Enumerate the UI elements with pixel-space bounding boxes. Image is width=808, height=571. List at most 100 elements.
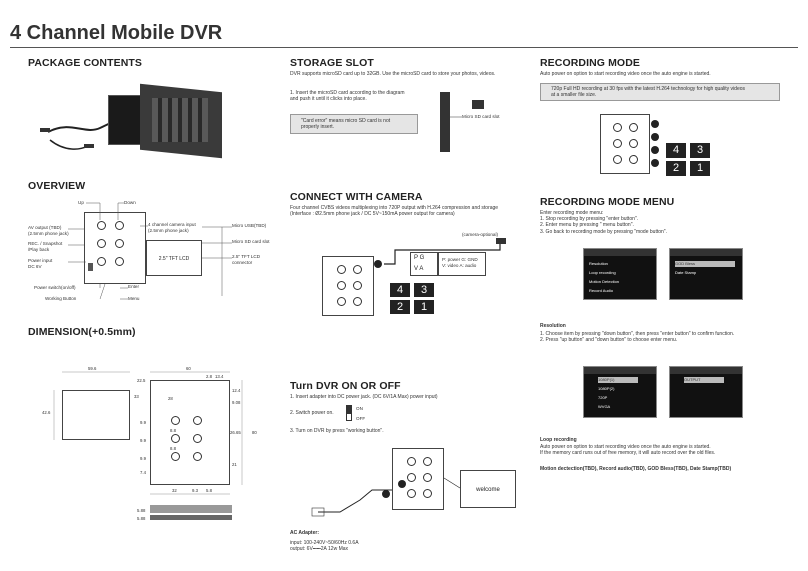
dvr-front-view	[84, 212, 146, 284]
turn-on-step2: 2. Switch power on.	[290, 410, 334, 416]
camera-desc: Four channel CVBS videos multiplexing in…	[290, 205, 499, 218]
dim-value: 60	[186, 366, 191, 371]
label-menu: Menu	[128, 296, 140, 301]
dimension-heading: DIMENSION(+0.5mm)	[28, 326, 136, 338]
power-switch-diagram[interactable]	[346, 405, 352, 421]
dvr-knob	[407, 457, 416, 466]
menu-item-god-bless[interactable]: GOD Bless	[675, 261, 735, 267]
dvr-knob	[407, 489, 416, 498]
plug-letter-v: V	[414, 266, 419, 272]
dim-knob	[193, 416, 202, 425]
button-down[interactable]	[115, 221, 124, 230]
dim-value: 80	[252, 430, 257, 435]
label-cam-input: 4 channel camera input (2.5mm phone jack…	[148, 222, 196, 233]
turn-on-step1: 1. Insert adapter into DC power jack. (D…	[290, 394, 438, 400]
turn-on-step3: 3. Turn on DVR by press "working button"…	[290, 428, 384, 434]
menu-screen-1: Resolution Loop recording Motion Detecti…	[583, 248, 657, 300]
power-switch[interactable]	[88, 263, 93, 271]
rec-channel-plug	[651, 159, 659, 167]
dim-value: 9.9	[140, 420, 146, 425]
switch-off-label: OFF	[356, 416, 366, 421]
button-working[interactable]	[97, 257, 106, 266]
menu-item-motion-detection[interactable]: Motion Detection	[589, 279, 620, 284]
recording-quad-1: 1	[690, 161, 710, 176]
label-power-switch: Power switch(on/off)	[34, 285, 76, 290]
dim-value: 9.9	[140, 456, 146, 461]
label-av-output: AV output (TBD) (2.5mm phone jack)	[28, 225, 69, 236]
dim-knob	[193, 434, 202, 443]
menu-item-loop-recording[interactable]: Loop recording	[589, 270, 616, 275]
button-up[interactable]	[97, 221, 106, 230]
res-option-1080p-1[interactable]: 1080P(1)	[598, 377, 638, 383]
dim-value: 13.4	[215, 374, 224, 379]
dvr-knob	[423, 489, 432, 498]
camera-quad-2: 2	[390, 300, 410, 314]
resolution-screen-1: 1080P(1) 1080P(2) 720P WVGA	[583, 366, 657, 418]
dim-value: 59.6	[88, 366, 97, 371]
camera-quad-1: 1	[414, 300, 434, 314]
dim-value: 9.9	[140, 438, 146, 443]
dim-value: 42.6	[42, 410, 51, 415]
button-enter[interactable]	[115, 257, 124, 266]
dim-side-profile	[150, 505, 232, 513]
dim-value: 5.88	[137, 508, 146, 513]
dim-value: 5.88	[137, 516, 146, 521]
dim-value: 2.8	[206, 374, 212, 379]
dim-value: 9.08	[232, 400, 241, 405]
board-components	[152, 98, 208, 142]
camera-heading: CONNECT WITH CAMERA	[290, 191, 423, 203]
microsd-card	[472, 100, 484, 109]
dvr-knob	[613, 123, 622, 132]
menu-item-date-stamp[interactable]: Date Stamp	[675, 270, 697, 275]
camera-quad-4: 4	[390, 283, 410, 297]
menu-item-resolution[interactable]: Resolution	[589, 261, 608, 266]
res-option-wvga[interactable]: WVGA	[598, 404, 611, 409]
resolution-heading: Resolution	[540, 323, 566, 329]
label-tft-connector: 2.5" TFT LCD connector	[232, 254, 261, 265]
dim-value: 22.5	[137, 378, 146, 383]
dim-knob	[171, 416, 180, 425]
loop-text: Auto power on option to start recording …	[540, 444, 716, 457]
recording-quad-2: 2	[666, 161, 686, 176]
res-option-1080p-2[interactable]: 1080P(2)	[598, 386, 615, 391]
label-micro-sd: Micro SD card slot	[232, 239, 270, 244]
res-option-720p[interactable]: 720P	[598, 395, 608, 400]
dvr-knob	[353, 281, 362, 290]
button-rec[interactable]	[97, 239, 106, 248]
screen-titlebar	[670, 249, 742, 256]
step-marker-2	[398, 480, 406, 488]
menu-steps: Enter recording mode menu: 1. Stop recor…	[540, 210, 667, 235]
menu-item-record-audio[interactable]: Record Audio	[589, 288, 614, 293]
dvr-knob	[407, 473, 416, 482]
dim-lcd-outline	[62, 390, 130, 440]
screen-titlebar	[584, 249, 656, 256]
camera-dvr-unit	[322, 256, 374, 316]
label-rec-snapshot: REC. / Snapshot /Play back	[28, 241, 63, 252]
rec-channel-plug	[651, 120, 659, 128]
resolution-steps: 1. Choose item by pressing "down button"…	[540, 331, 735, 344]
label-working-button: Working Button	[45, 296, 77, 301]
channel-plug-1	[374, 260, 382, 268]
dim-value: 33	[134, 394, 139, 399]
step-marker-1	[382, 490, 390, 498]
dvr-knob	[353, 265, 362, 274]
res-option-output[interactable]: OUTPUT	[684, 377, 724, 383]
plug-pinout: P G V A	[410, 252, 438, 276]
label-enter: Enter	[128, 284, 139, 289]
dvr-knob	[629, 123, 638, 132]
dim-value: 7.4	[140, 470, 146, 475]
tbd-features: Motion dectection(TBD), Record audio(TBD…	[540, 466, 732, 472]
dim-board-outline	[150, 380, 230, 485]
dim-value: 9.3	[192, 488, 198, 493]
sd-board-edge	[440, 92, 450, 152]
dvr-knob	[337, 265, 346, 274]
dim-value: 26.65	[230, 430, 241, 435]
label-micro-usb: Micro USB(TBD)	[232, 223, 267, 228]
rec-channel-plug	[651, 146, 659, 154]
label-up: Up	[78, 200, 84, 205]
